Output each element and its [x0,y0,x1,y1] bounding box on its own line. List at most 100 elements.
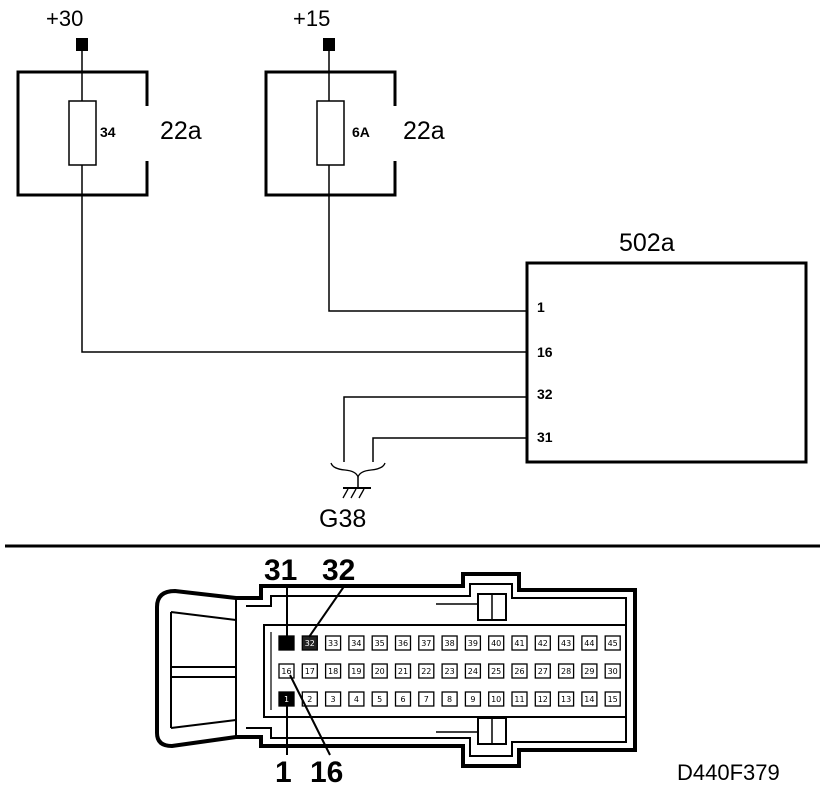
pin-cell-8 [441,691,458,707]
fuse-left-label: 34 [100,124,116,140]
pin-cell-28 [557,663,575,679]
pin-number-18: 18 [328,667,338,676]
pin-cell-40 [488,635,505,651]
callout-32: 32 [322,554,355,587]
wire-plus15-to-pin1 [328,165,527,312]
pin-cell-17 [301,663,318,679]
pin-number-30: 30 [608,667,618,676]
pin-cell-39 [464,635,482,651]
pin-cell-37 [418,635,435,651]
pin-number-20: 20 [375,667,385,676]
plus15-terminal [323,38,335,51]
pin-number-1: 1 [284,695,289,704]
pin-number-6: 6 [400,695,405,704]
pin-number-2: 2 [307,695,312,704]
callout-line-32 [308,584,346,638]
pin-number-40: 40 [491,639,501,648]
pin-number-33: 33 [328,639,338,648]
pin-cell-4 [348,691,365,707]
fuse-6a [316,100,345,166]
pin-number-15: 15 [608,695,618,704]
pin-number-8: 8 [447,695,452,704]
pin-cell-44 [581,635,598,651]
fuse-box-left: 34 22a [16,51,202,197]
control-unit-label: 502a [619,229,675,257]
pin-number-27: 27 [538,667,548,676]
pin-cell-43 [557,635,575,651]
pin-label-32: 32 [537,386,553,402]
pin-cell-45 [604,635,621,651]
pin-cell-38 [441,635,458,651]
pin-number-37: 37 [421,639,431,648]
pin-cell-33 [324,635,342,651]
control-unit-502a: 502a 1 16 32 31 [525,229,808,464]
pin-cell-19 [348,663,365,679]
pin-cell-41 [511,635,528,651]
pin-cell-34 [348,635,365,651]
plus30-terminal [76,38,88,51]
pin-cell-18 [324,663,342,679]
plus15-label: +15 [293,6,330,31]
plus30-label: +30 [46,6,83,31]
pin-number-17: 17 [305,667,315,676]
pin-number-24: 24 [468,667,478,676]
pin-cell-16 [278,663,295,679]
pin-cell-23 [441,663,458,679]
ground-label: G38 [319,505,366,533]
pin-cell-20 [371,663,388,679]
pin-number-3: 3 [331,695,336,704]
wire-plus30-to-pin16 [81,165,527,353]
fuse-34 [68,100,97,166]
figure-id: D440F379 [677,760,780,785]
fuse-box-right-label: 22a [403,117,445,145]
pin-cell-25 [488,663,505,679]
pin-cell-36 [394,635,412,651]
pin-number-5: 5 [377,695,382,704]
pin-cell-13 [557,691,575,707]
pin-number-23: 23 [445,667,455,676]
pin-number-38: 38 [445,639,455,648]
pin-number-16: 16 [281,667,291,676]
pin-label-31: 31 [537,429,553,445]
ground-brace [330,462,386,480]
pin-number-31: 31 [281,639,291,648]
pin-number-44: 44 [584,639,594,648]
wire-pin31-to-ground [372,437,527,462]
pin-number-35: 35 [375,639,385,648]
callout-1: 1 [275,756,292,789]
pin-number-21: 21 [398,667,408,676]
pin-cell-10 [488,691,505,707]
pin-number-42: 42 [538,639,548,648]
pin-number-10: 10 [491,695,501,704]
pin-number-9: 9 [470,695,475,704]
callout-16: 16 [310,756,343,789]
pin-cell-27 [534,663,551,679]
fuse-right-label: 6A [352,124,370,140]
pin-number-11: 11 [514,695,524,704]
fuse-box-right: 6A 22a [264,51,445,197]
pin-cell-35 [371,635,388,651]
pin-number-41: 41 [514,639,524,648]
wire-pin32-to-ground [343,396,527,462]
callout-31: 31 [264,554,297,587]
pin-number-25: 25 [491,667,501,676]
pin-number-45: 45 [608,639,618,648]
pin-cell-42 [534,635,551,651]
pin-cell-29 [581,663,598,679]
pin-cell-11 [511,691,528,707]
pin-number-43: 43 [561,639,571,648]
pin-cell-22 [418,663,435,679]
pin-cell-7 [418,691,435,707]
ground-g38: G38 [319,462,386,533]
pin-cell-24 [464,663,482,679]
pin-cell-26 [511,663,528,679]
pin-cell-21 [394,663,412,679]
fuse-box-left-label: 22a [160,117,202,145]
pin-number-39: 39 [468,639,478,648]
pin-number-26: 26 [514,667,524,676]
pin-number-12: 12 [538,695,548,704]
pin-cell-15 [604,691,621,707]
pin-number-28: 28 [561,667,571,676]
pin-cell-6 [394,691,412,707]
